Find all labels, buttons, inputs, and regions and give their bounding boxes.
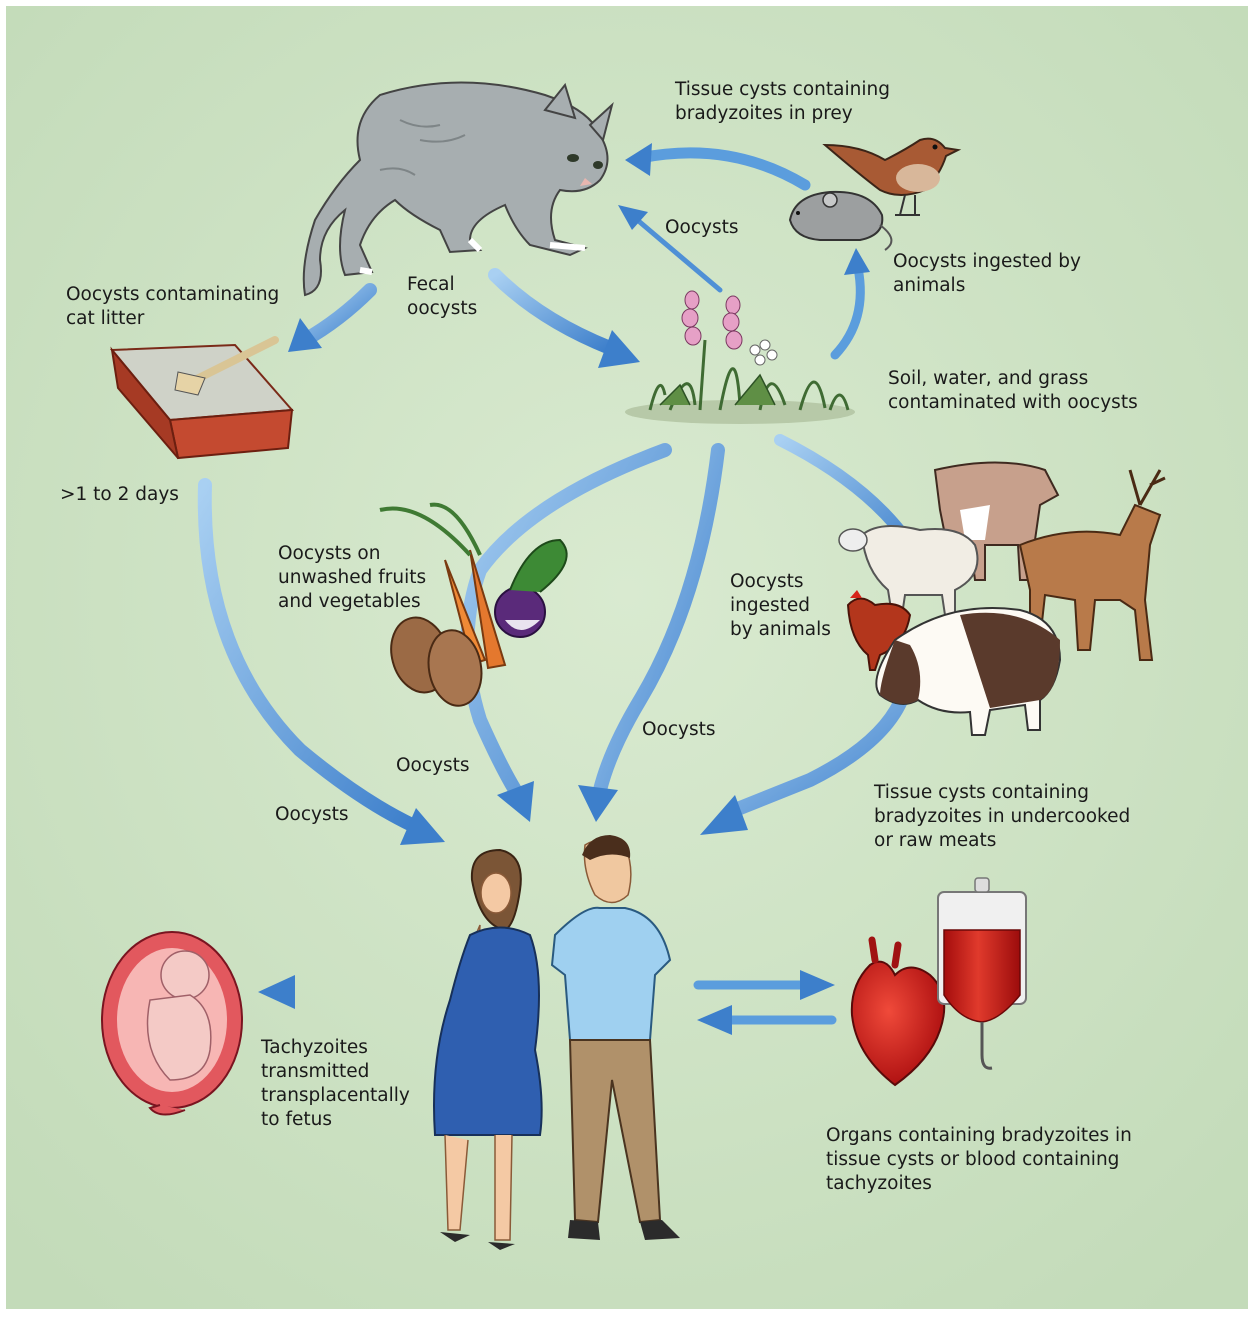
label-oocysts-center: Oocysts <box>642 718 716 742</box>
label-oocysts-litter: Oocysts <box>275 803 349 827</box>
label-cat-litter: Oocysts contaminating cat litter <box>66 283 279 331</box>
label-oocysts-to-cat: Oocysts <box>665 216 739 240</box>
label-soil-water-grass: Soil, water, and grass contaminated with… <box>888 367 1138 415</box>
label-transplacental: Tachyzoites transmitted transplacentally… <box>261 1036 410 1132</box>
label-produce: Oocysts on unwashed fruits and vegetable… <box>278 542 426 614</box>
label-organs-blood: Organs containing bradyzoites in tissue … <box>826 1124 1132 1196</box>
label-meat-cysts: Tissue cysts containing bradyzoites in u… <box>874 781 1130 853</box>
label-oocysts-produce: Oocysts <box>396 754 470 778</box>
label-fecal-oocysts: Fecal oocysts <box>407 273 477 321</box>
label-oocysts-ingested-small: Oocysts ingested by animals <box>893 250 1081 298</box>
label-ingested-livestock: Oocysts ingested by animals <box>730 570 831 642</box>
label-days: >1 to 2 days <box>60 483 179 507</box>
label-prey-cysts: Tissue cysts containing bradyzoites in p… <box>675 78 890 126</box>
